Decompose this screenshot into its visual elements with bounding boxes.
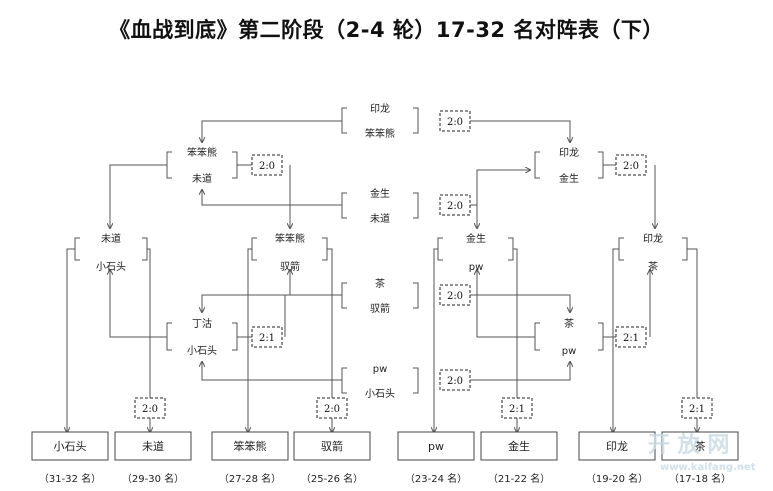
result-box [31, 431, 109, 461]
match-m3-bottom-player: 驭箭 [370, 302, 390, 315]
score-frame [251, 154, 283, 176]
match-r1-bottom-player: 金生 [559, 172, 579, 185]
result-slot: 笨笨熊 （27-28 名） [211, 431, 289, 485]
result-rank: （17-18 名） [669, 472, 731, 485]
score-box-l1: 2:0 [251, 154, 283, 176]
result-box [211, 431, 289, 461]
watermark-url: www.kaifang.net [660, 462, 756, 473]
match-r2-top-player: 茶 [564, 317, 574, 330]
score-frame [134, 397, 166, 419]
result-player: 笨笨熊 [234, 439, 267, 453]
score-box-m2: 2:0 [439, 194, 471, 216]
score-frame [681, 397, 713, 419]
match-f1-bottom-player: 小石头 [96, 261, 126, 273]
score-box-f2: 2:0 [316, 397, 348, 419]
score-box-f4: 2:1 [681, 397, 713, 419]
match-m2-top-player: 金生 [370, 187, 390, 200]
score-frame [439, 194, 471, 216]
match-l1-top-player: 笨笨熊 [187, 146, 217, 159]
score-box-m1: 2:0 [439, 110, 471, 132]
score-box-m3: 2:0 [439, 284, 471, 306]
match-l2-top-player: 丁沽 [192, 317, 212, 330]
result-rank: （29-30 名） [122, 472, 184, 485]
score-text: 2:0 [142, 404, 158, 415]
result-rank: （25-26 名） [301, 472, 363, 485]
result-slot: pw （23-24 名） [397, 431, 475, 485]
match-f4-top-player: 印龙 [643, 232, 663, 245]
result-rank: （21-22 名） [488, 472, 550, 485]
result-player: 未道 [142, 439, 164, 453]
score-box-r2: 2:1 [615, 326, 647, 348]
score-text: 2:0 [447, 376, 463, 387]
result-player: 印龙 [606, 440, 628, 453]
result-player: 驭箭 [321, 439, 343, 453]
match-m4-top-player: pw [373, 364, 388, 375]
match-f2-bottom-player: 驭箭 [280, 260, 300, 273]
score-frame [615, 326, 647, 348]
result-rank: （23-24 名） [405, 472, 467, 485]
result-slot: 驭箭 （25-26 名） [293, 431, 371, 485]
score-text: 2:0 [623, 161, 639, 172]
result-box [578, 431, 656, 461]
score-text: 2:1 [259, 333, 275, 344]
match-m4-bottom-player: 小石头 [365, 388, 395, 400]
match-l2-bottom-player: 小石头 [187, 345, 217, 357]
match-f1-top-player: 未道 [101, 232, 121, 245]
score-text: 2:1 [623, 333, 639, 344]
score-text: 2:0 [447, 201, 463, 212]
score-text: 2:0 [447, 291, 463, 302]
result-player: 茶 [695, 440, 706, 453]
result-box [114, 431, 192, 461]
result-slot: 茶 （17-18 名） [661, 431, 739, 485]
match-f2-top-player: 笨笨熊 [275, 232, 305, 245]
result-rank: （19-20 名） [586, 472, 648, 485]
score-box-f1: 2:0 [134, 397, 166, 419]
result-box [293, 431, 371, 461]
match-m1-bottom-player: 笨笨熊 [365, 127, 395, 140]
match-r2-bottom-player: pw [562, 346, 577, 357]
score-text: 2:0 [447, 117, 463, 128]
score-text: 2:1 [509, 404, 525, 415]
score-frame [251, 326, 283, 348]
result-slot: 小石头 （31-32 名） [31, 431, 109, 485]
match-l1-bottom-player: 未道 [192, 172, 212, 185]
match-m1-top-player: 印龙 [370, 102, 390, 115]
watermark-main: 开 放 网 [648, 432, 729, 458]
result-box [480, 431, 558, 461]
score-box-l2: 2:1 [251, 326, 283, 348]
score-box-r1: 2:0 [615, 154, 647, 176]
score-frame [439, 369, 471, 391]
result-slot: 金生 （21-22 名） [480, 431, 558, 485]
score-frame [316, 397, 348, 419]
connector-lines [67, 107, 697, 432]
match-r1-top-player: 印龙 [559, 146, 579, 159]
result-slot: 未道 （29-30 名） [114, 431, 192, 485]
score-text: 2:0 [259, 161, 275, 172]
watermark: 开 放 网 www.kaifang.net [648, 432, 756, 473]
score-frame [615, 154, 647, 176]
result-rank: （31-32 名） [39, 472, 101, 485]
score-text: 2:0 [324, 404, 340, 415]
result-box [661, 431, 739, 461]
match-m2-bottom-player: 未道 [370, 212, 390, 225]
result-box [397, 431, 475, 461]
score-text: 2:1 [689, 404, 705, 415]
score-box-f3: 2:1 [501, 397, 533, 419]
score-frame [439, 110, 471, 132]
result-player: pw [428, 440, 444, 453]
result-rank: （27-28 名） [219, 472, 281, 485]
result-player: 金生 [508, 439, 530, 453]
match-m3-top-player: 茶 [375, 277, 385, 290]
result-player: 小石头 [54, 440, 87, 453]
match-f3-top-player: 金生 [466, 232, 486, 245]
score-frame [501, 397, 533, 419]
result-slot: 印龙 （19-20 名） [578, 431, 656, 485]
page-title: 《血战到底》第二阶段（2-4 轮）17-32 名对阵表（下） [109, 18, 664, 42]
match-f4-bottom-player: 茶 [648, 260, 658, 273]
score-box-m4: 2:0 [439, 369, 471, 391]
match-f3-bottom-player: pw [469, 262, 484, 273]
score-frame [439, 284, 471, 306]
